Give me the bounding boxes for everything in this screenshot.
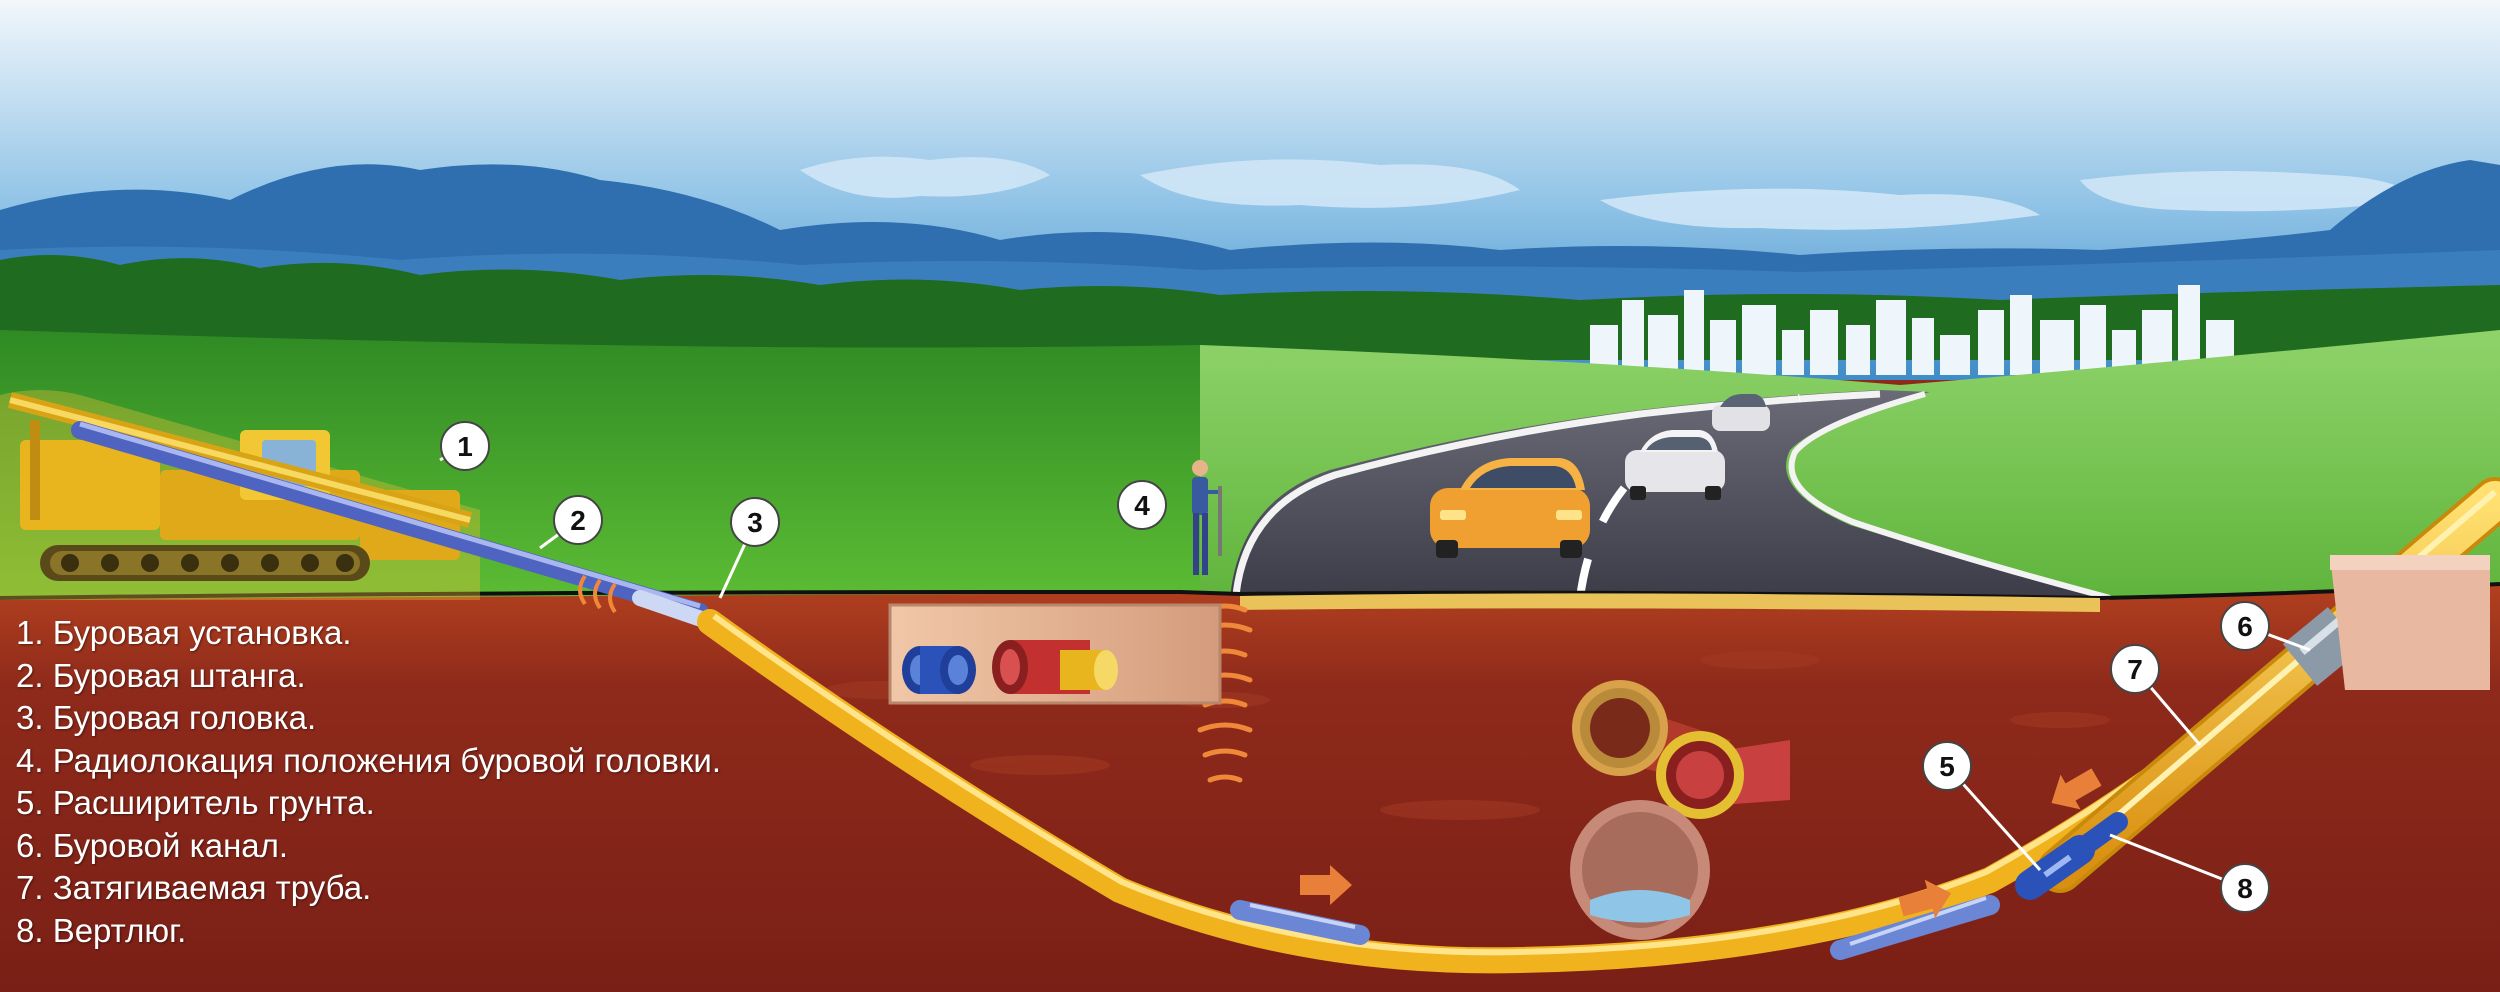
tree-line — [0, 255, 2500, 360]
soil-texture — [825, 651, 2110, 820]
svg-text:3: 3 — [747, 507, 763, 538]
bore-sleeve — [2282, 607, 2363, 686]
legend-item-reamer: 5. Расширитель грунта. — [16, 784, 375, 821]
markers: 1 2 3 4 5 6 7 — [439, 421, 2311, 913]
legend-item-pulled-pipe: 7. Затягиваемая труба. — [16, 869, 372, 906]
svg-text:4: 4 — [1134, 490, 1150, 521]
legend-item-drill-head: 3. Буровая головка. — [16, 699, 317, 736]
marker-6: 6 — [2220, 601, 2311, 652]
direction-arrows — [1300, 768, 2102, 919]
marker-2: 2 — [539, 495, 603, 550]
utility-box — [888, 603, 1222, 705]
marker-1: 1 — [439, 421, 490, 471]
svg-text:6: 6 — [2237, 611, 2253, 642]
svg-text:2: 2 — [570, 505, 586, 536]
marker-5: 5 — [1922, 741, 2042, 871]
clouds — [800, 156, 2420, 230]
ground-surface — [0, 582, 2500, 601]
road-edge-right — [1788, 391, 2111, 601]
bore-sleeve-shine — [2299, 616, 2343, 656]
reamer — [2015, 835, 2095, 900]
legend-item-drill-rod: 2. Буровая штанга. — [16, 656, 306, 694]
legend-item-radiolocation: 4. Радиолокация положения буровой головк… — [16, 741, 721, 779]
svg-text:1: 1 — [457, 431, 473, 462]
marker-4: 4 — [1117, 480, 1167, 530]
legend-item-swivel: 8. Вертлюг. — [16, 911, 187, 949]
marker-8: 8 — [2109, 833, 2270, 913]
car-far — [1712, 394, 1770, 431]
legend-item-bore-channel: 6. Буровой канал. — [16, 826, 289, 864]
marker-7: 7 — [2110, 644, 2202, 746]
swivel — [2072, 812, 2128, 858]
entry-pad — [2330, 555, 2490, 690]
utility-pipes — [1570, 680, 1790, 940]
legend: 1. Буровая установка. 2. Буровая штанга.… — [16, 612, 916, 952]
svg-text:5: 5 — [1939, 751, 1955, 782]
car-white — [1625, 430, 1725, 500]
city-skyline — [1590, 285, 2234, 375]
reamer-tool-left — [1230, 900, 1370, 945]
legend-item-drilling-rig: 1. Буровая установка. — [16, 614, 352, 651]
reamer-tool-right — [1830, 895, 2000, 960]
svg-text:7: 7 — [2127, 654, 2143, 685]
worker — [1192, 460, 1222, 575]
road-base-strip — [1240, 593, 2100, 612]
marker-3: 3 — [718, 497, 780, 599]
drill-rod-highlight — [79, 421, 701, 609]
soil — [0, 585, 2500, 992]
bore-channel-highlight — [712, 613, 2299, 956]
svg-text:8: 8 — [2237, 873, 2253, 904]
car-orange — [1430, 458, 1590, 558]
